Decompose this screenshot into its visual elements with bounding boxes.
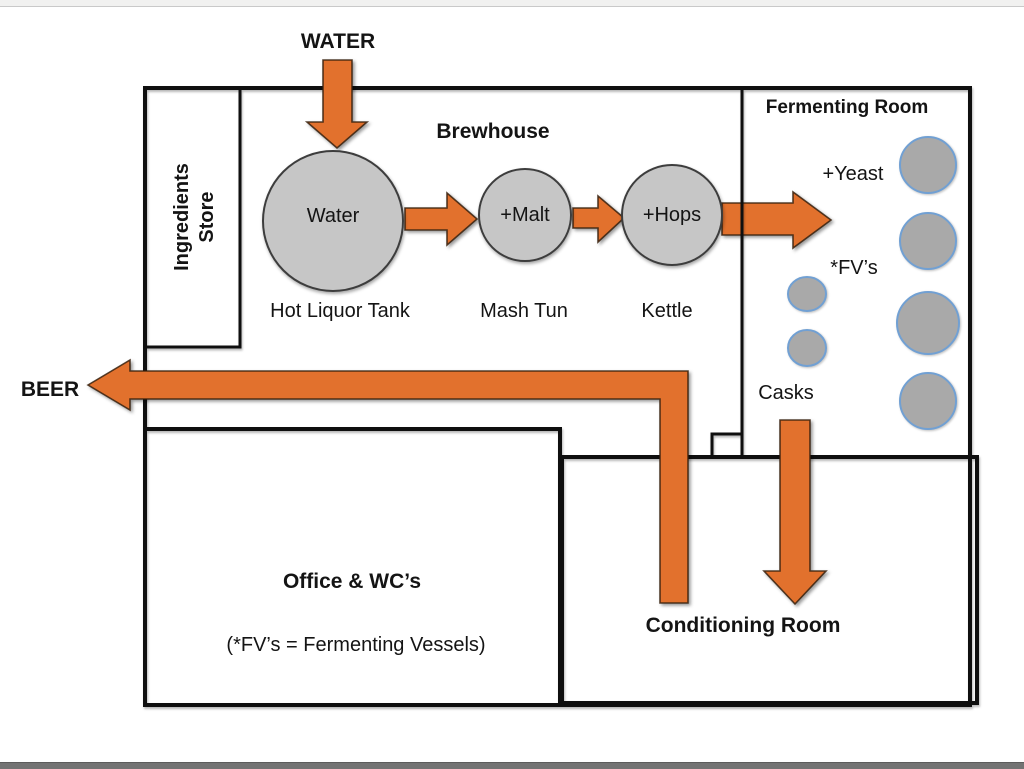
yeast-label: +Yeast — [823, 163, 884, 185]
mash-tun-inner-label: +Malt — [500, 204, 550, 226]
hot-liquor-tank-caption: Hot Liquor Tank — [270, 300, 411, 322]
ingredients-store-label-line2: Store — [196, 191, 218, 242]
fv-footnote: (*FV’s = Fermenting Vessels) — [226, 634, 485, 656]
hot-liquor-tank-circle — [262, 150, 404, 292]
cask-1 — [787, 276, 827, 312]
arrow-mashtun-to-kettle — [572, 194, 626, 244]
ingredients-store-room — [143, 86, 242, 349]
arrow-casks-to-conditioning — [762, 419, 828, 606]
hot-liquor-tank-inner-label: Water — [307, 205, 360, 227]
mash-tun-circle — [478, 168, 572, 262]
conditioning-room — [560, 455, 979, 705]
beer-out-label: BEER — [21, 378, 79, 401]
mash-tun-caption: Mash Tun — [480, 300, 568, 322]
cask-2 — [787, 329, 827, 367]
ingredients-store-label: Ingredients Store — [171, 163, 218, 271]
ingredients-store-label-line1: Ingredients — [171, 163, 193, 271]
arrow-hlt-to-mashtun — [404, 191, 479, 247]
arrow-beer-out-elbow — [86, 358, 689, 604]
fv-label: *FV’s — [830, 257, 877, 279]
window-bottom-edge — [0, 762, 1024, 769]
doorway-notch — [710, 432, 742, 457]
brewhouse-label: Brewhouse — [436, 120, 549, 143]
fermenting-room-label: Fermenting Room — [766, 97, 929, 118]
office-label: Office & WC’s — [283, 570, 421, 593]
water-in-label: WATER — [301, 30, 375, 53]
casks-label: Casks — [758, 382, 814, 404]
arrow-kettle-to-fermenting-room — [721, 190, 833, 250]
conditioning-room-label: Conditioning Room — [646, 614, 841, 637]
fermenting-vessel-2 — [899, 212, 957, 270]
fermenting-vessel-1 — [899, 136, 957, 194]
arrow-water-in — [304, 59, 370, 150]
kettle-circle — [621, 164, 723, 266]
kettle-inner-label: +Hops — [643, 204, 701, 226]
window-top-edge — [0, 0, 1024, 7]
kettle-caption: Kettle — [641, 300, 692, 322]
office-room — [143, 427, 562, 707]
fermenting-vessel-4 — [899, 372, 957, 430]
fermenting-vessel-3 — [896, 291, 960, 355]
